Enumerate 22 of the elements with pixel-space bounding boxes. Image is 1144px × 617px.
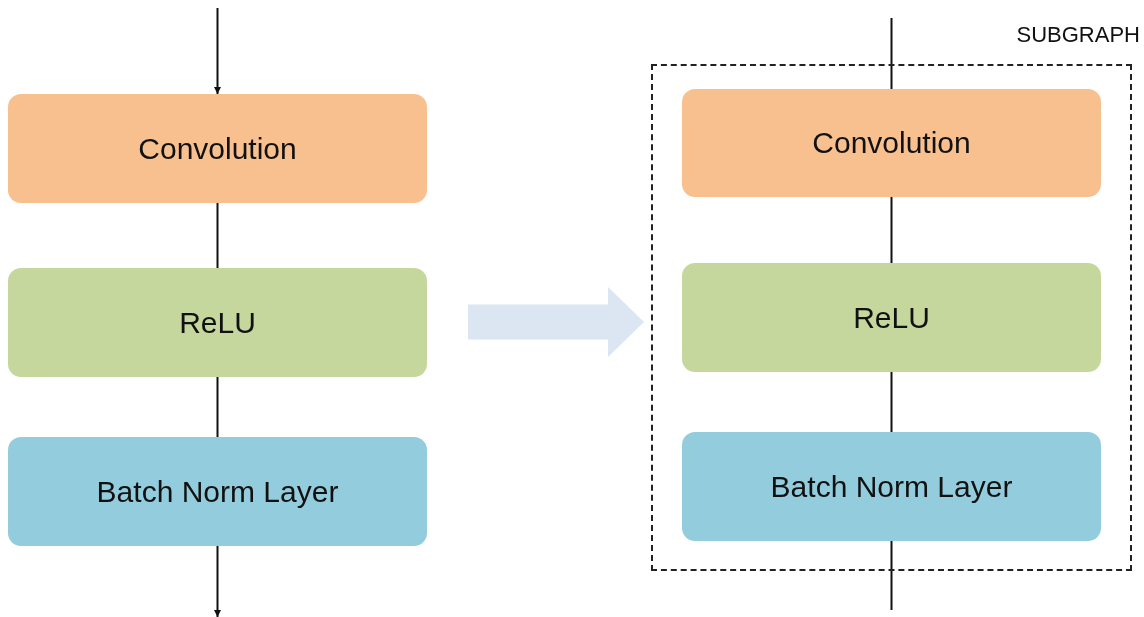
process-box — [8, 268, 427, 377]
box-label: Convolution — [138, 131, 297, 166]
connector-line — [890, 196, 893, 264]
connector-line — [216, 376, 219, 438]
process-box — [682, 89, 1101, 197]
box-label: Convolution — [812, 126, 971, 160]
process-box — [8, 437, 427, 546]
arrow — [214, 7, 221, 95]
block-arrow — [468, 287, 644, 357]
process-box — [682, 263, 1101, 372]
box-label: ReLU — [853, 300, 930, 335]
process-box — [8, 94, 427, 203]
process-box — [682, 432, 1101, 541]
box-label: Batch Norm Layer — [770, 469, 1013, 504]
box-label: ReLU — [179, 305, 256, 340]
connector-line — [216, 202, 219, 269]
arrow — [214, 545, 221, 617]
group-heading: SUBGRAPH — [1016, 22, 1140, 48]
connector-line — [890, 17, 893, 90]
connector-line — [890, 540, 893, 611]
box-label: Batch Norm Layer — [96, 474, 339, 509]
connector-line — [890, 371, 893, 433]
